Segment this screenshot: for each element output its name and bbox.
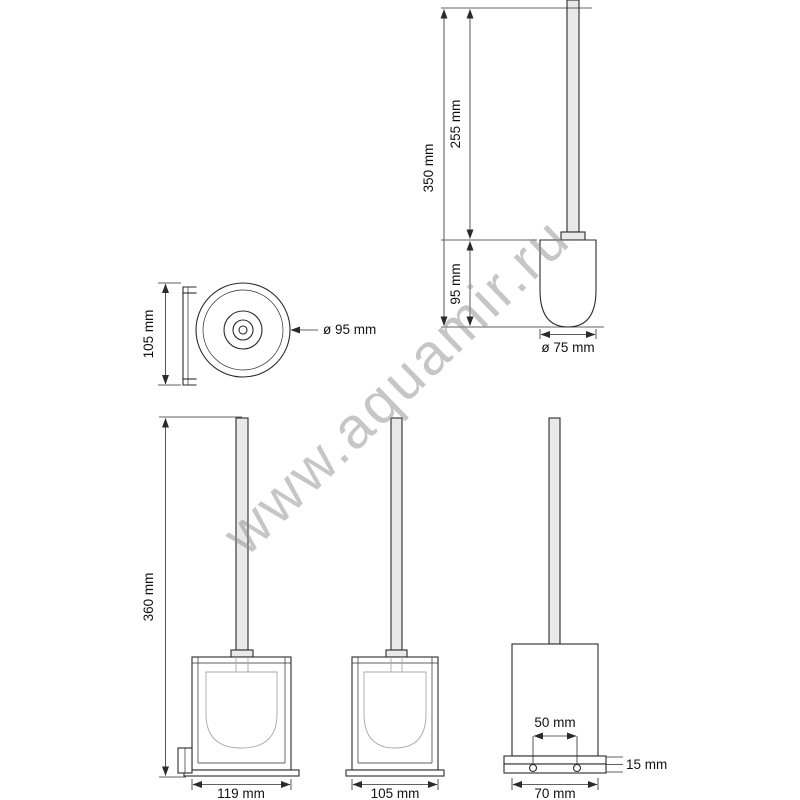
dim-label-assembly-width: 119 mm [217, 786, 265, 800]
mounting-plate-flange [503, 755, 607, 765]
assembly-middle-view: 105 mm [345, 417, 445, 800]
container-body [511, 643, 599, 757]
top-view: 105 mm ø 95 mm [141, 282, 376, 386]
handle-collar [230, 649, 254, 658]
hidden-brush-head [363, 671, 427, 749]
dim-label-middle-width: 105 mm [371, 786, 420, 800]
holder-center-dot [238, 325, 248, 335]
holder-outer-circle [195, 282, 291, 378]
container-body [351, 656, 439, 771]
dim-label-brush-diameter: ø 75 mm [541, 340, 594, 355]
base-plate [345, 769, 445, 777]
dim-label-plate-width: 50 mm [534, 715, 575, 730]
container-body [191, 656, 292, 771]
assembly-front-view: 360 mm 119 mm [141, 416, 300, 800]
dim-label-plate-depth: 15 mm [626, 757, 667, 772]
handle-rod [548, 417, 561, 645]
holder-inner-rim [202, 289, 284, 371]
dim-label-brush-upper: 255 mm [448, 100, 463, 149]
mounting-plate-bar [503, 763, 607, 774]
dim-label-holder-diameter: ø 95 mm [323, 322, 376, 337]
dim-label-assembly-height: 360 mm [141, 573, 156, 622]
dim-label-holder-height: 105 mm [141, 310, 156, 359]
holder-hub-circle [223, 310, 263, 350]
wall-bracket-top-view [182, 286, 197, 386]
holder-hub-circle-small [232, 319, 254, 341]
dim-label-side-width: 70 mm [534, 786, 575, 800]
brush-handle [566, 0, 580, 233]
screw-hole [572, 763, 582, 773]
base-plate [183, 769, 300, 777]
dim-label-brush-head: 95 mm [448, 263, 463, 304]
handle-collar [385, 649, 408, 658]
handle-rod [390, 417, 403, 651]
screw-hole [528, 763, 538, 773]
brush-side-view: 350 mm 255 mm 95 mm ø 75 mm [421, 0, 604, 355]
dim-label-brush-total: 350 mm [421, 144, 436, 193]
assembly-side-view: 50 mm 15 mm 70 mm [503, 417, 667, 800]
hidden-brush-head [205, 671, 278, 749]
